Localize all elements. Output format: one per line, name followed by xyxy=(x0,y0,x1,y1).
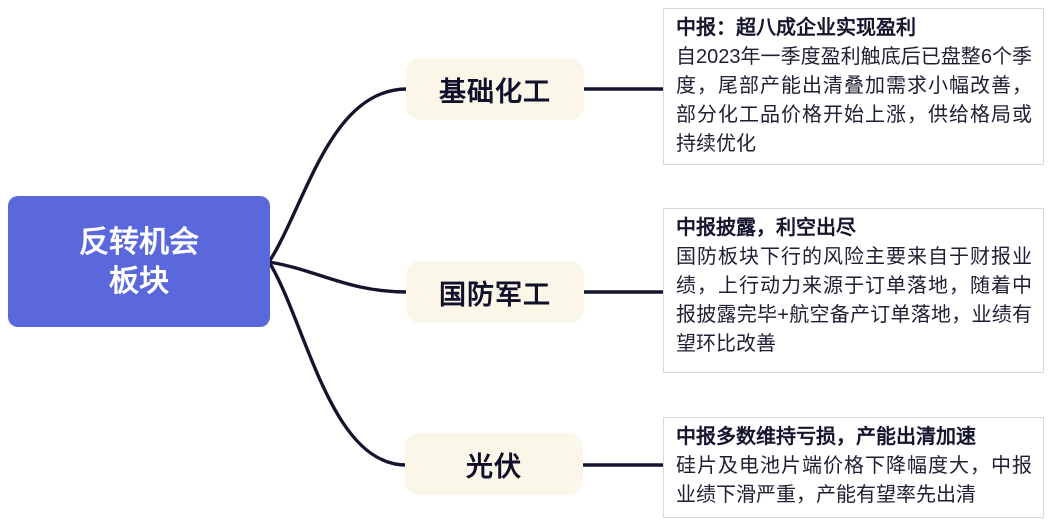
branch-node-defense[interactable]: 国防军工 xyxy=(406,261,584,323)
note-chemicals-title: 中报：超八成企业实现盈利 xyxy=(676,17,916,39)
note-photovoltaic[interactable]: 中报多数维持亏损，产能出清加速 硅片及电池片端价格下降幅度大，中报业绩下滑严重，… xyxy=(663,417,1044,518)
branch-node-chemicals[interactable]: 基础化工 xyxy=(406,58,584,120)
branch-node-photovoltaic[interactable]: 光伏 xyxy=(405,433,583,495)
note-defense[interactable]: 中报披露，利空出尽 国防板块下行的风险主要来自于财报业绩，上行动力来源于订单落地… xyxy=(663,208,1044,373)
note-photovoltaic-title: 中报多数维持亏损，产能出清加速 xyxy=(676,426,976,448)
note-chemicals-body: 自2023年一季度盈利触底后已盘整6个季度，尾部产能出清叠加需求小幅改善，部分化… xyxy=(676,46,1032,155)
connector-root-to-pv xyxy=(267,260,408,467)
connector-root-to-defense xyxy=(267,260,409,294)
note-defense-title: 中报披露，利空出尽 xyxy=(676,217,856,239)
connector-root-to-chem xyxy=(267,87,409,264)
note-chemicals[interactable]: 中报：超八成企业实现盈利 自2023年一季度盈利触底后已盘整6个季度，尾部产能出… xyxy=(663,8,1044,165)
note-defense-body: 国防板块下行的风险主要来自于财报业绩，上行动力来源于订单落地，随着中报披露完毕+… xyxy=(676,246,1032,355)
root-node[interactable]: 反转机会 板块 xyxy=(8,196,270,327)
note-photovoltaic-body: 硅片及电池片端价格下降幅度大，中报业绩下滑严重，产能有望率先出清 xyxy=(676,455,1032,506)
